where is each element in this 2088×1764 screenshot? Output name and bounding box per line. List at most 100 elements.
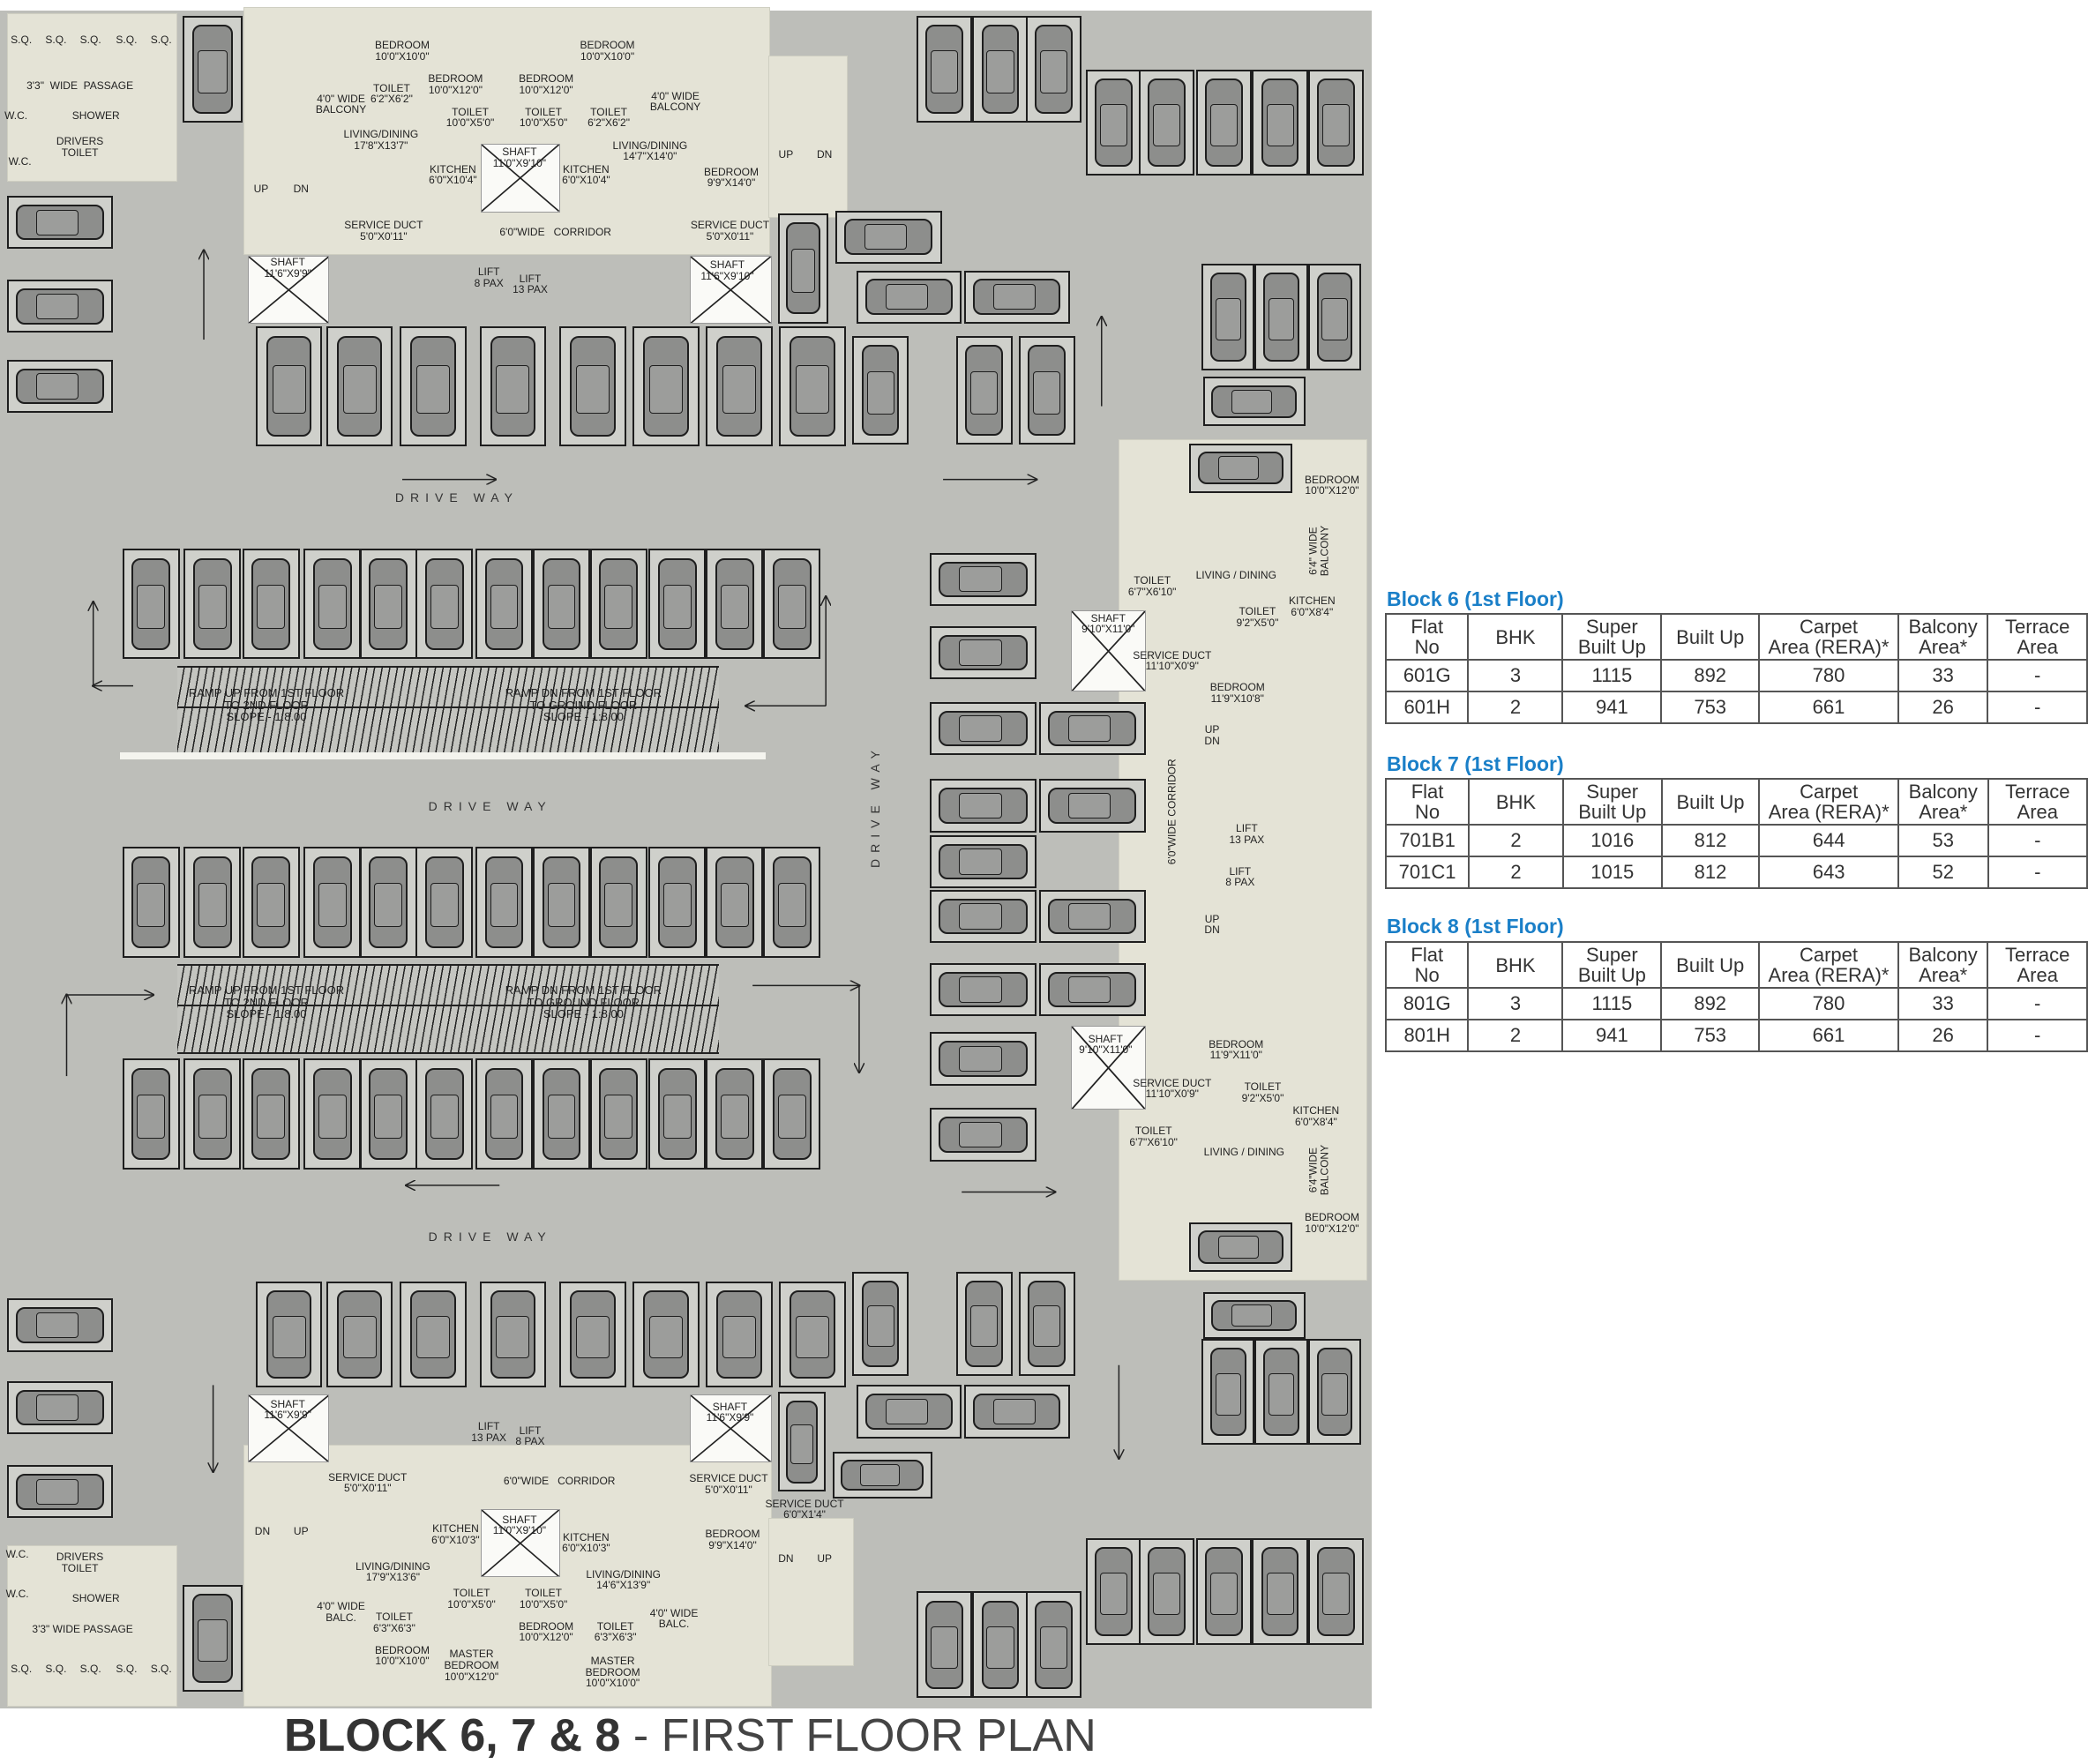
parking-slot — [916, 16, 973, 123]
car-cabin — [1033, 370, 1061, 415]
driveway-label: DRIVE WAY — [394, 490, 519, 505]
room-label: UP — [293, 1525, 309, 1538]
room-label: LIFT 8 PAX — [1225, 864, 1255, 889]
parking-slot — [1201, 1338, 1255, 1446]
room-label: KITCHEN 6'0"X10'4" — [562, 162, 610, 187]
car-icon — [861, 1281, 900, 1367]
plan-title-bold: BLOCK 6, 7 & 8 — [284, 1710, 621, 1761]
table-cell: 1115 — [1561, 659, 1663, 692]
car-cabin — [318, 1095, 347, 1140]
car-icon — [570, 1289, 616, 1379]
car-icon — [1198, 1230, 1283, 1264]
car-icon — [15, 368, 105, 405]
parking-slot — [777, 213, 829, 324]
table-cell: 941 — [1561, 691, 1663, 724]
car-icon — [716, 1289, 762, 1379]
table-cell: 2 — [1468, 856, 1564, 889]
parking-slot — [929, 779, 1037, 833]
car-cabin — [959, 566, 1002, 593]
parking-slot — [763, 847, 821, 958]
parking-slot — [916, 1591, 973, 1699]
car-icon — [772, 557, 812, 650]
car-cabin — [1153, 1573, 1181, 1616]
room-label: LIFT 8 PAX — [474, 265, 504, 289]
car-icon — [1047, 788, 1137, 824]
car-icon — [15, 288, 105, 325]
room-label: UP — [817, 1551, 833, 1565]
room-label: S.Q. — [11, 34, 33, 47]
room-label: LIVING / DINING — [1203, 1146, 1285, 1159]
parking-slot — [779, 1281, 846, 1388]
parking-slot — [632, 1281, 700, 1388]
car-cabin — [720, 584, 749, 629]
car-cabin — [1068, 903, 1111, 930]
car-icon — [715, 557, 754, 650]
room-label: TOILET 9'2"X5'0" — [1236, 605, 1279, 629]
column-header: Carpet Area (RERA)* — [1758, 613, 1899, 661]
car-cabin — [490, 1095, 519, 1140]
car-icon — [570, 336, 616, 437]
table-cell: 753 — [1660, 1019, 1761, 1052]
parking-slot — [1085, 69, 1142, 176]
car-cabin — [415, 364, 450, 414]
car-cabin — [777, 1095, 806, 1140]
table-cell: 53 — [1897, 824, 1989, 857]
room-label: BEDROOM 9'9"X14'0" — [703, 165, 759, 190]
car-icon — [657, 856, 697, 949]
car-cabin — [35, 209, 79, 235]
parking-slot — [929, 962, 1037, 1017]
parking-slot — [706, 325, 773, 446]
parking-slot — [1307, 263, 1362, 370]
room-label: S.Q. — [150, 34, 172, 47]
parking-slot — [1189, 1222, 1292, 1273]
room-label: TOILET 9'2"X5'0" — [1241, 1080, 1284, 1104]
car-cabin — [547, 584, 576, 629]
shaft-box — [690, 1394, 772, 1463]
car-cabin — [1210, 103, 1239, 146]
ramp-label: RAMP UP FROM 1ST FLOOR TO 2ND FLOOR SLOP… — [188, 686, 345, 724]
room-label: SHAFT 9'10"X11'0" — [1079, 1032, 1133, 1057]
car-icon — [1028, 1281, 1066, 1367]
car-icon — [1028, 344, 1066, 436]
shaft-box — [481, 144, 560, 213]
car-icon — [973, 1394, 1061, 1430]
parking-slot — [359, 847, 417, 958]
car-icon — [939, 1041, 1028, 1077]
room-label: BEDROOM 10'0"X12'0" — [519, 72, 574, 96]
car-icon — [925, 25, 963, 114]
car-cabin — [885, 1398, 928, 1425]
car-cabin — [864, 224, 908, 250]
parking-slot — [1038, 962, 1146, 1017]
parking-slot — [359, 549, 417, 660]
table-cell: 601H — [1384, 691, 1470, 724]
car-cabin — [575, 364, 610, 414]
parking-slot — [242, 1058, 300, 1170]
car-icon — [490, 336, 536, 437]
car-icon — [939, 843, 1028, 880]
parking-slot — [326, 1281, 393, 1388]
car-icon — [785, 1400, 819, 1484]
car-cabin — [1068, 715, 1111, 742]
car-cabin — [860, 1463, 901, 1486]
table-cell: 1015 — [1561, 856, 1663, 889]
car-icon — [1047, 971, 1137, 1008]
car-cabin — [1153, 103, 1181, 146]
parking-slot — [6, 280, 114, 333]
car-icon — [131, 557, 171, 650]
parking-slot — [852, 335, 909, 445]
room-label: SHAFT 9'10"X11'0" — [1081, 611, 1135, 636]
room-label: BEDROOM 10'0"X12'0" — [519, 1619, 574, 1644]
car-cabin — [970, 1305, 999, 1348]
table-cell: 644 — [1758, 824, 1900, 857]
parking-slot — [589, 1058, 647, 1170]
car-cabin — [959, 903, 1002, 930]
car-cabin — [137, 584, 166, 629]
car-cabin — [198, 882, 227, 928]
car-cabin — [430, 584, 459, 629]
room-label: LIFT 13 PAX — [471, 1420, 507, 1444]
parking-slot — [964, 1385, 1070, 1439]
parking-slot — [122, 549, 180, 660]
